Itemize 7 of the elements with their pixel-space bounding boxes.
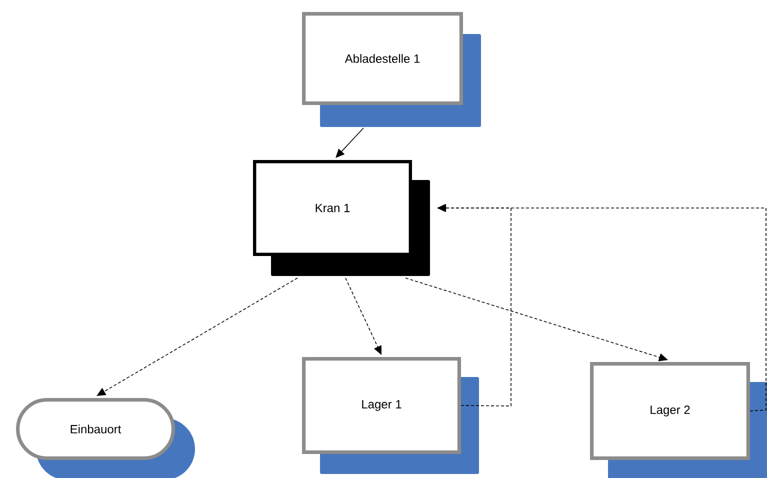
storage-box: Lager 1 (302, 357, 479, 474)
arrow (96, 278, 298, 396)
storage-box: Lager 2 (590, 362, 767, 478)
process-box: Kran 1 (253, 160, 430, 276)
arrow (336, 128, 364, 158)
terminal-box: Einbauort (16, 398, 195, 478)
process-box: Abladestelle 1 (302, 12, 481, 127)
